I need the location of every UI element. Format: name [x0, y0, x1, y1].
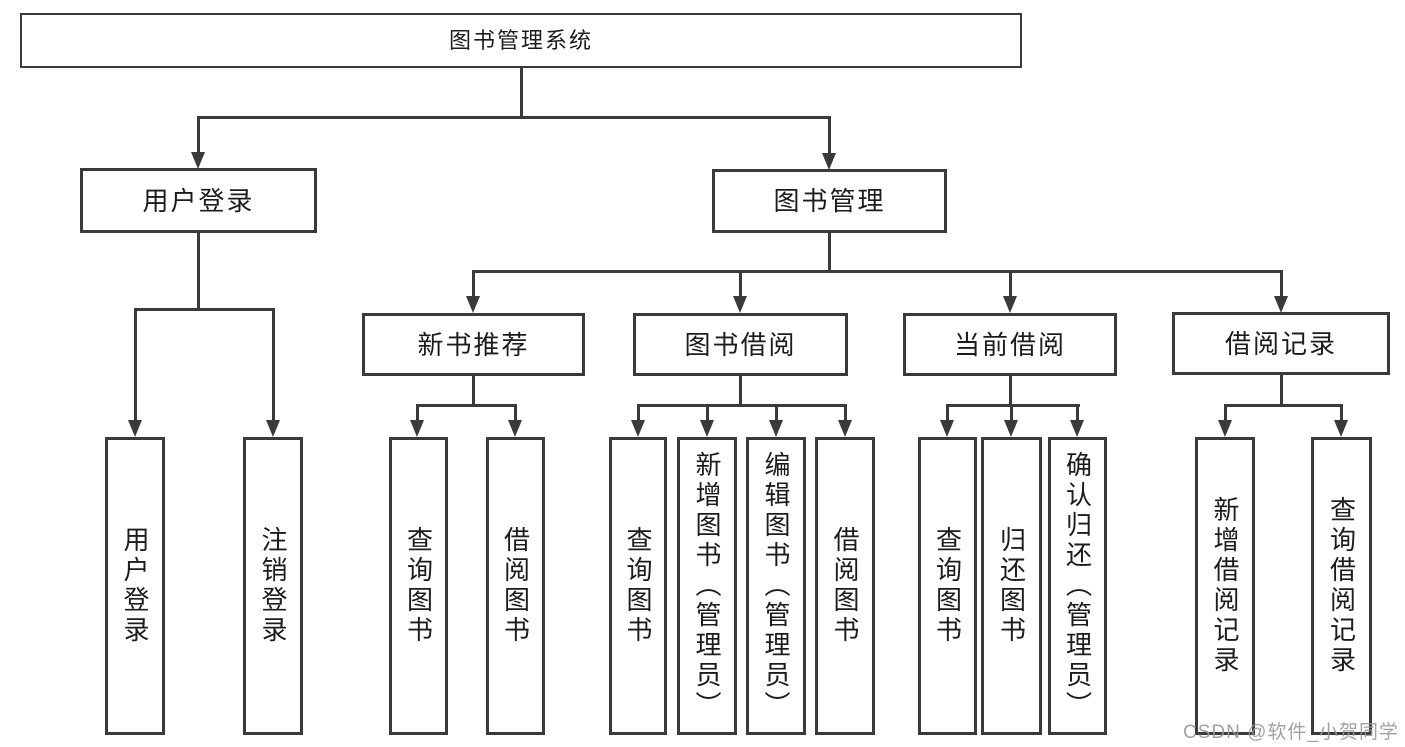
connector-to-user-login — [197, 116, 200, 153]
node-borrowing-query-books: 查询图书 — [609, 437, 667, 735]
node-label: 图书管理 — [773, 186, 886, 216]
arrow-down-icon — [1274, 296, 1288, 313]
arrow-down-icon — [822, 153, 836, 170]
node-logout: 注销登录 — [243, 437, 303, 735]
connector-to-leaf — [1076, 404, 1079, 421]
connector-to-borrow-record — [1280, 270, 1283, 297]
arrow-down-icon — [1218, 420, 1232, 437]
arrow-down-icon — [1004, 420, 1018, 437]
arrow-down-icon — [1003, 296, 1017, 313]
arrow-down-icon — [410, 420, 424, 437]
node-label: 查询图书 — [623, 526, 653, 646]
node-return-books: 归还图书 — [981, 437, 1042, 735]
node-label: 新增图书（管理员） — [692, 451, 722, 721]
node-label: 图书管理系统 — [448, 27, 593, 53]
node-label: 用户登录 — [120, 526, 150, 646]
connector-to-leaf — [775, 404, 778, 421]
node-label: 用户登录 — [142, 185, 255, 216]
connector-new-book-split — [416, 404, 517, 407]
node-current-query-books: 查询图书 — [918, 437, 977, 735]
connector-current-borrow-trunk — [1009, 374, 1012, 406]
connector-current-borrow-split — [946, 404, 1080, 407]
node-label: 新增借阅记录 — [1210, 496, 1240, 676]
connector-to-book-borrow — [739, 270, 742, 297]
node-book-management-branch: 图书管理 — [712, 169, 947, 233]
node-query-borrow-record: 查询借阅记录 — [1311, 437, 1372, 735]
connector-to-leaf — [272, 308, 275, 421]
node-recommend-query-books: 查询图书 — [389, 437, 448, 735]
arrow-down-icon — [466, 296, 480, 313]
connector-borrow-record-split — [1224, 404, 1343, 407]
connector-to-leaf — [844, 404, 847, 421]
arrow-down-icon — [769, 420, 783, 437]
node-confirm-return-admin: 确认归还（管理员） — [1048, 437, 1107, 735]
connector-to-leaf — [637, 404, 640, 421]
arrow-down-icon — [838, 420, 852, 437]
connector-book-borrow-split — [637, 404, 847, 407]
node-label: 新书推荐 — [417, 329, 530, 360]
connector-book-mgmt-split — [472, 270, 1283, 273]
connector-user-login-split — [134, 308, 275, 311]
connector-book-mgmt-trunk — [828, 231, 831, 272]
node-user-login-branch: 用户登录 — [80, 168, 317, 233]
connector-new-book-trunk — [472, 374, 475, 406]
node-label: 借阅图书 — [500, 526, 531, 646]
connector-to-new-book — [472, 270, 475, 297]
node-label: 确认归还（管理员） — [1062, 451, 1093, 721]
watermark-csdn: CSDN @软件_小贺同学 — [1183, 722, 1399, 743]
connector-root-split — [197, 116, 831, 119]
connector-user-login-trunk — [197, 231, 200, 310]
node-label: 借阅记录 — [1224, 328, 1337, 359]
connector-to-current-borrow — [1009, 270, 1012, 297]
connector-to-leaf — [1340, 404, 1343, 421]
connector-root-trunk — [520, 66, 523, 118]
connector-to-book-mgmt — [828, 116, 831, 154]
connector-to-leaf — [706, 404, 709, 421]
arrow-down-icon — [508, 420, 522, 437]
connector-to-leaf — [1224, 404, 1227, 421]
node-new-book-recommendation: 新书推荐 — [362, 313, 585, 376]
node-label: 查询借阅记录 — [1326, 496, 1357, 676]
node-label: 编辑图书（管理员） — [761, 451, 791, 721]
node-edit-books-admin: 编辑图书（管理员） — [746, 437, 806, 735]
connector-to-leaf — [514, 404, 517, 421]
node-user-login: 用户登录 — [105, 437, 165, 735]
node-current-borrowing: 当前借阅 — [903, 313, 1117, 376]
connector-to-leaf — [416, 404, 419, 421]
node-label: 借阅图书 — [830, 526, 860, 646]
node-label: 当前借阅 — [953, 329, 1066, 360]
node-label: 归还图书 — [996, 526, 1027, 646]
node-library-management-system: 图书管理系统 — [20, 13, 1022, 68]
node-add-books-admin: 新增图书（管理员） — [677, 437, 737, 735]
arrow-down-icon — [733, 296, 747, 313]
connector-borrow-record-trunk — [1280, 373, 1283, 406]
arrow-down-icon — [266, 420, 280, 437]
node-borrow-books: 借阅图书 — [815, 437, 875, 735]
connector-book-borrow-trunk — [739, 374, 742, 406]
arrow-down-icon — [940, 420, 954, 437]
connector-to-leaf — [1010, 404, 1013, 421]
arrow-down-icon — [631, 420, 645, 437]
node-label: 图书借阅 — [684, 329, 797, 360]
arrow-down-icon — [1334, 420, 1348, 437]
node-label: 注销登录 — [258, 526, 288, 646]
node-add-borrow-record: 新增借阅记录 — [1195, 437, 1255, 735]
connector-to-leaf — [134, 308, 137, 421]
node-recommend-borrow-books: 借阅图书 — [486, 437, 545, 735]
node-label: 查询图书 — [403, 526, 434, 646]
node-borrowing-records: 借阅记录 — [1172, 312, 1390, 375]
arrow-down-icon — [191, 152, 205, 169]
arrow-down-icon — [128, 420, 142, 437]
node-book-borrowing: 图书借阅 — [633, 313, 848, 376]
connector-to-leaf — [946, 404, 949, 421]
arrow-down-icon — [700, 420, 714, 437]
node-label: 查询图书 — [932, 526, 963, 646]
arrow-down-icon — [1070, 420, 1084, 437]
